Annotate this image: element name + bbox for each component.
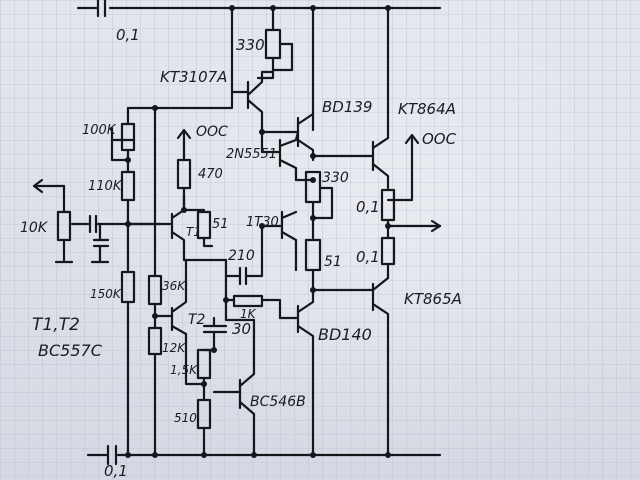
label-t-bc546: BC546B [250,394,306,410]
c-30 [202,316,228,352]
t-t2 [170,258,206,386]
wire-100k-trim [110,126,136,162]
label-t-bd139: BD139 [322,98,372,116]
c-input-gnd [90,222,110,264]
oos-out-arrow [404,133,420,177]
wire-t2-coll [182,258,228,278]
out-arrow [430,219,442,233]
label-t-t2: T2 [188,312,206,328]
label-r-trim-330: 330 [236,36,265,54]
label-bc557: BC557C [38,341,103,360]
label-c-bottom: 0,1 [104,462,128,480]
label-r-150k: 150K [90,287,122,301]
wire-51b-bottom [202,236,214,248]
label-r-1k: 1K [240,307,257,321]
label-t-1t30: 1T30 [246,215,279,230]
label-r-510: 510 [174,411,197,425]
label-r-51a: 51 [212,217,229,232]
label-r-470: 470 [198,167,223,182]
label-r-15k: 1,5K [170,363,198,377]
label-oos-mid: OOC [196,124,228,140]
label-r-01a: 0,1 [356,198,380,216]
label-oos-out: OOC [422,130,457,148]
label-r-110k: 110K [88,179,123,194]
junction-dots [125,5,391,458]
pot-10k-lead [54,184,74,264]
label-r-330b: 330 [322,170,349,186]
t-kt3107 [230,70,275,122]
t-bd140 [278,288,315,457]
label-t-kt865: KT865A [404,290,462,308]
label-c-210: 210 [228,248,255,264]
t-t1 [158,194,186,262]
t-1t30 [260,210,298,272]
wire-470-top [176,128,192,162]
c-210 [224,224,264,286]
label-r-51b: 51 [324,254,342,270]
label-c-30: 30 [232,320,251,338]
t-kt864 [311,136,390,190]
input-arrow [32,178,66,194]
label-r-100k: 100K [82,123,117,138]
t-bc546 [212,318,256,457]
label-t-bd140: BD140 [318,325,372,344]
wire-226 [224,274,256,322]
oos-out-wire [386,173,414,202]
label-c-top: 0,1 [116,26,140,44]
label-t-2n5551: 2N5551 [226,147,277,162]
label-t-kt3107: KT3107A [160,68,227,86]
label-t1t2: T1,T2 [32,315,80,335]
label-t-t1: T1 [186,225,201,239]
t-2n5551 [260,118,300,182]
label-r-36k: 36K [162,279,186,293]
label-t-kt864: KT864A [398,100,456,118]
t-kt865 [311,276,390,457]
wire-ladder-top [126,90,234,110]
label-r-10k: 10K [20,220,49,236]
label-r-12k: 12K [162,341,186,355]
label-r-01b: 0,1 [356,248,380,266]
